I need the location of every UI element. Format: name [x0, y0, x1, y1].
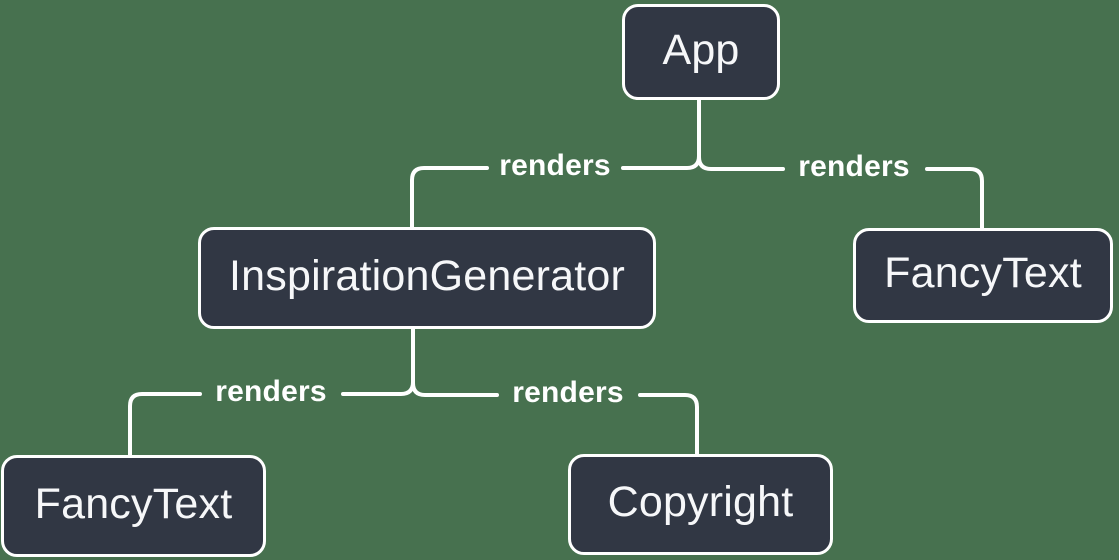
edge-label-inspirationgenerator-fancytext: renders: [215, 375, 327, 408]
connector-app-inspirationgenerator-b: [410, 166, 489, 229]
node-fancy-text-top: FancyText: [853, 228, 1113, 323]
node-fancy-text-top-label: FancyText: [884, 249, 1082, 297]
edge-label-inspirationgenerator-copyright: renders: [512, 376, 624, 409]
node-fancy-text-bottom-label: FancyText: [34, 479, 233, 528]
node-inspiration-generator-label: InspirationGenerator: [229, 251, 625, 300]
node-app: App: [622, 4, 780, 100]
node-app-label: App: [662, 25, 740, 74]
connector-inspirationgenerator-fancytext-a: [341, 327, 415, 396]
node-copyright-label: Copyright: [607, 478, 794, 526]
node-inspiration-generator: InspirationGenerator: [198, 227, 656, 329]
node-fancy-text-bottom: FancyText: [1, 455, 266, 557]
connector-inspirationgenerator-copyright-a: [411, 327, 499, 397]
edge-label-app-fancytext: renders: [798, 150, 910, 183]
edge-label-app-inspirationgenerator: renders: [499, 149, 611, 182]
connector-app-inspirationgenerator-a: [621, 98, 701, 170]
connector-inspirationgenerator-fancytext-b: [128, 392, 202, 457]
node-copyright: Copyright: [568, 454, 833, 555]
connector-inspirationgenerator-copyright-b: [638, 393, 699, 456]
connector-app-fancytext-b: [925, 167, 984, 230]
connector-app-fancytext-a: [697, 98, 785, 171]
